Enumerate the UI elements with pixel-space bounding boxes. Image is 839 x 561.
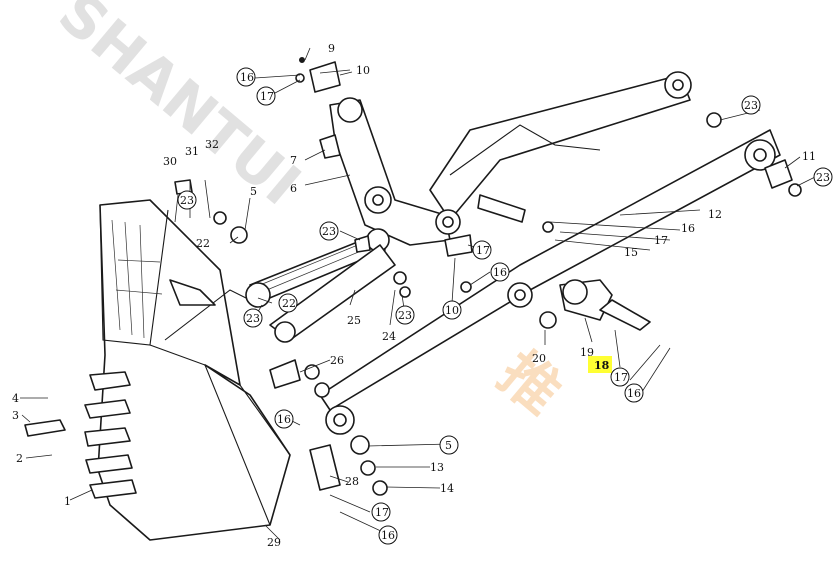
callout-17b: 17: [476, 244, 490, 257]
small-brackets: [169, 134, 554, 306]
callout-7: 7: [290, 154, 297, 167]
callout-9: 9: [328, 42, 335, 55]
callout-1: 1: [64, 495, 71, 508]
callout-29: 29: [267, 536, 281, 549]
callout-32: 32: [205, 138, 219, 151]
callout-3: 3: [12, 409, 19, 422]
callout-2: 2: [16, 452, 23, 465]
mounting-bracket: [539, 279, 651, 331]
callout-30: 30: [163, 155, 177, 168]
callout-23b: 23: [322, 225, 336, 238]
callout-6: 6: [290, 182, 297, 195]
callout-17: 17: [260, 90, 274, 103]
callout-28: 28: [345, 475, 359, 488]
lower-link: [269, 359, 388, 496]
callout-11: 11: [802, 150, 816, 163]
callout-26: 26: [330, 354, 344, 367]
callouts: 16 17 9 10 7 6 30 31 32 5 23 22 23 22 23…: [12, 42, 833, 549]
callout-19: 19: [580, 346, 594, 359]
callout-17d: 17: [614, 371, 628, 384]
callout-18: 18: [594, 359, 610, 372]
callout-14: 14: [440, 482, 454, 495]
callout-13: 13: [430, 461, 444, 474]
boom-arm: [319, 71, 781, 435]
callout-12: 12: [708, 208, 722, 221]
callout-25: 25: [347, 314, 361, 327]
callout-16c: 16: [681, 222, 695, 235]
callout-16b: 16: [493, 266, 507, 279]
callout-16: 16: [240, 71, 254, 84]
callout-16d: 16: [627, 387, 641, 400]
callout-31: 31: [185, 145, 199, 158]
upper-pin: [295, 57, 353, 93]
callout-23a: 23: [180, 194, 194, 207]
callout-22b: 22: [282, 297, 296, 310]
callout-4: 4: [12, 392, 19, 405]
bucket: [97, 199, 291, 541]
callout-17c: 17: [654, 234, 668, 247]
callout-22a: 22: [196, 237, 210, 250]
highlight-box: [588, 356, 612, 373]
rocker-lever: [329, 97, 461, 246]
watermark-suffix: 推: [486, 339, 574, 428]
callout-16f: 16: [381, 529, 395, 542]
link-rod: [245, 228, 396, 343]
callout-24: 24: [382, 330, 396, 343]
callout-23d: 23: [398, 309, 412, 322]
callout-23e: 23: [744, 99, 758, 112]
callout-10: 10: [356, 64, 370, 77]
callout-5b: 5: [445, 439, 452, 452]
callout-17e: 17: [375, 506, 389, 519]
callout-10b: 10: [445, 304, 459, 317]
right-bushing: [706, 112, 802, 197]
callout-23c: 23: [246, 312, 260, 325]
callout-23f: 23: [816, 171, 830, 184]
callout-16e: 16: [277, 413, 291, 426]
callout-20: 20: [532, 352, 546, 365]
bucket-teeth: [24, 371, 137, 499]
callout-15: 15: [624, 246, 638, 259]
callout-5: 5: [250, 185, 257, 198]
